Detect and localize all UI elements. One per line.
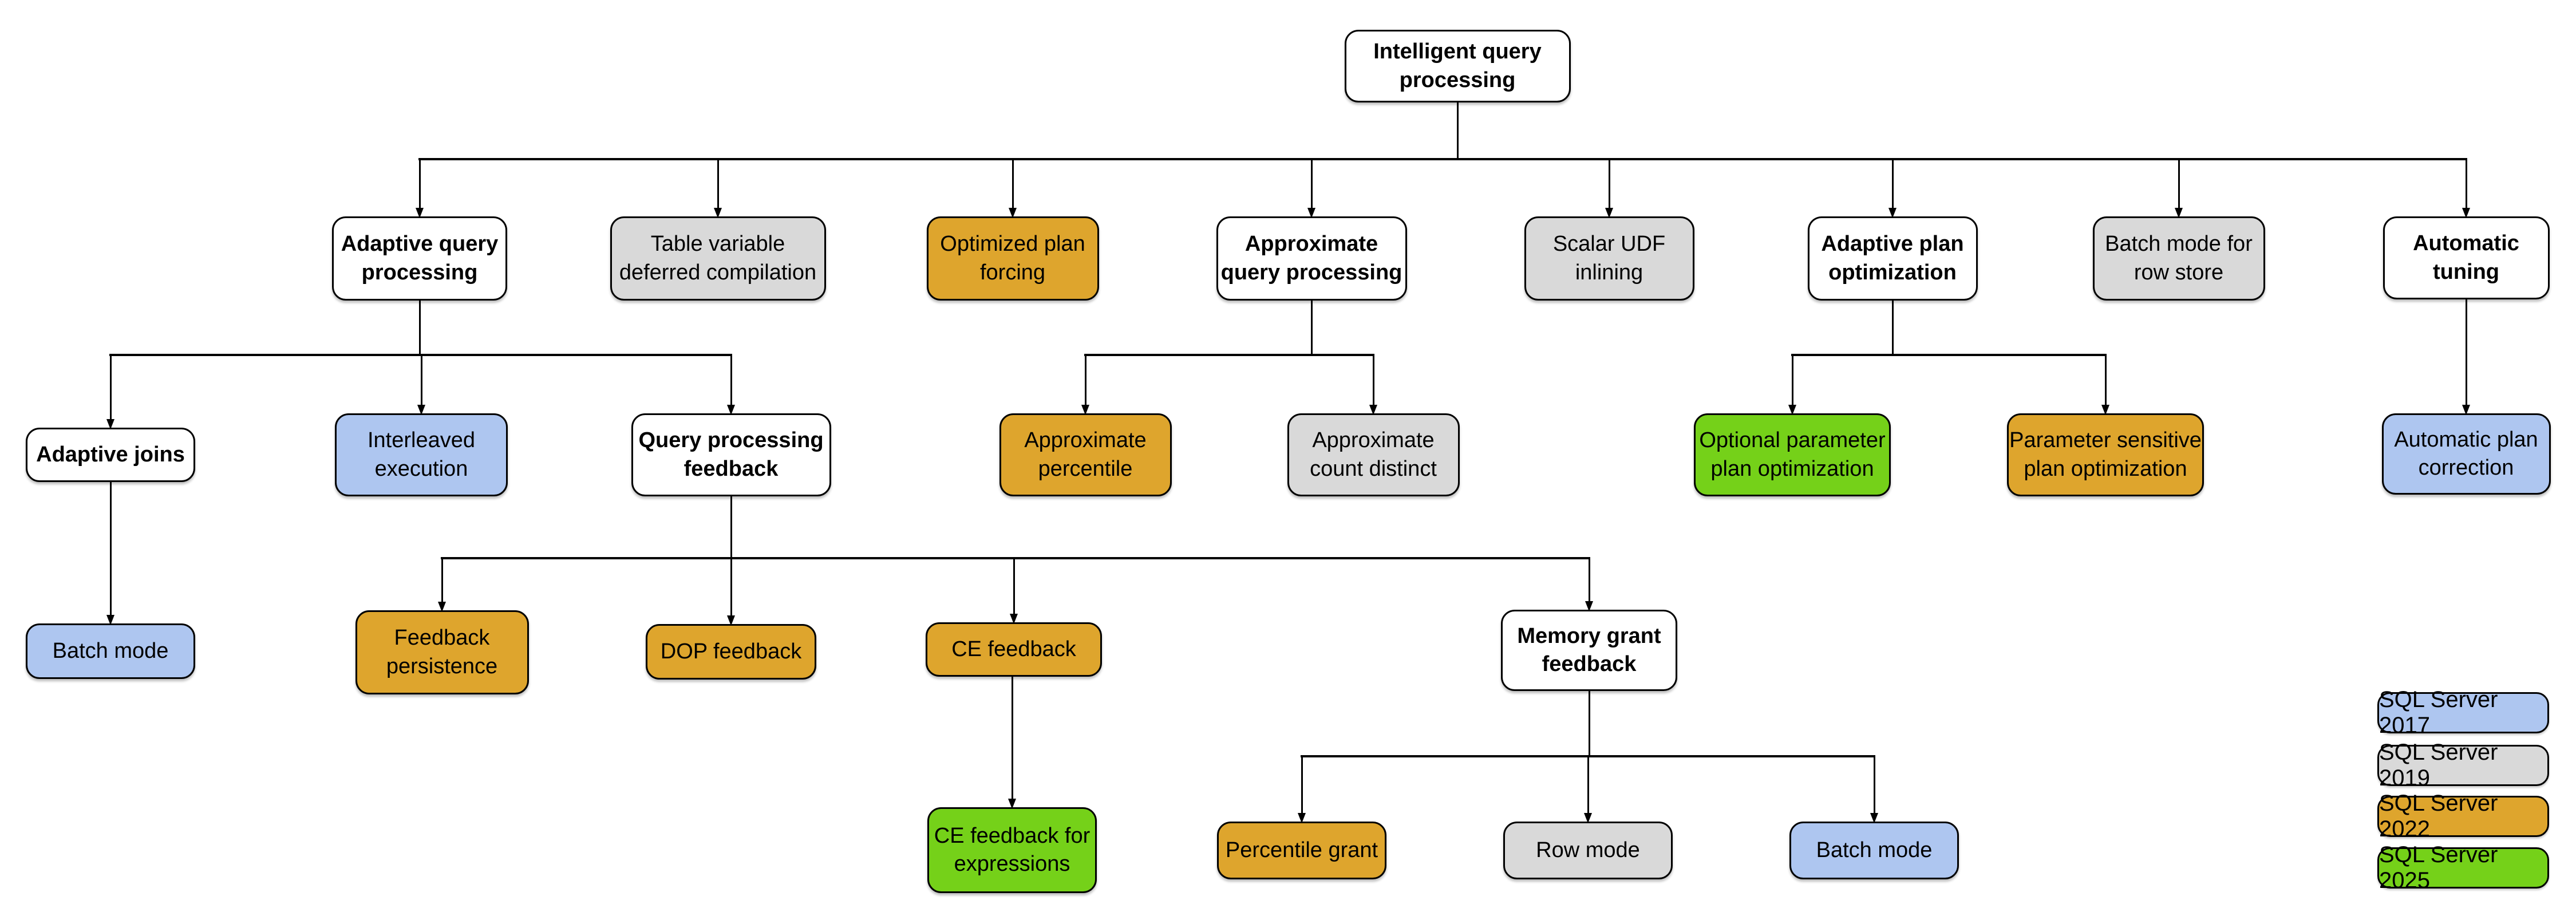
legend-item-sql-server-2019: SQL Server 2019 (2377, 740, 2549, 791)
connector-line (2465, 159, 2467, 210)
arrowhead-icon (416, 208, 424, 218)
connector-line (730, 558, 732, 617)
arrowhead-icon (1307, 208, 1315, 218)
connector-line (1012, 159, 1014, 210)
arrowhead-icon (727, 615, 735, 626)
node-feedback-persistence: Feedback persistence (355, 610, 529, 694)
legend-item-sql-server-2022: SQL Server 2022 (2377, 791, 2549, 842)
node-percentile-grant: Percentile grant (1217, 822, 1386, 879)
arrowhead-icon (1008, 799, 1016, 809)
arrowhead-icon (727, 405, 735, 415)
connector-line (1456, 101, 1459, 160)
node-automatic-plan-correction: Automatic plan correction (2381, 413, 2551, 495)
node-query-processing-feedback: Query processing feedback (631, 413, 831, 496)
connector-line (1310, 299, 1313, 356)
arrowhead-icon (438, 602, 446, 612)
arrowhead-icon (106, 419, 114, 429)
node-ce-feedback: CE feedback (926, 622, 1102, 677)
connector-bus-line (418, 158, 2467, 160)
node-optional-parameter-plan-optimization: Optional parameter plan optimization (1694, 413, 1891, 496)
connector-line (1891, 159, 1894, 210)
arrowhead-icon (2462, 208, 2470, 218)
connector-line (420, 355, 422, 406)
node-table-variable-deferred-compilation: Table variable deferred compilation (610, 216, 826, 301)
arrowhead-icon (1081, 405, 1089, 415)
arrowhead-icon (1298, 813, 1306, 823)
connector-bus-line (1084, 354, 1374, 356)
arrowhead-icon (2101, 405, 2109, 415)
arrowhead-icon (1888, 208, 1897, 218)
node-adaptive-query-processing: Adaptive query processing (332, 216, 507, 301)
connector-line (1791, 355, 1793, 406)
node-parameter-sensitive-plan-optimization: Parameter sensitive plan optimization (2007, 413, 2204, 496)
connector-line (2178, 159, 2180, 210)
arrowhead-icon (1584, 813, 1592, 823)
node-approximate-count-distinct: Approximate count distinct (1287, 413, 1460, 496)
connector-line (109, 355, 112, 421)
node-adaptive-joins: Adaptive joins (26, 428, 195, 482)
connector-line (730, 355, 732, 406)
connector-line (1608, 159, 1610, 210)
node-adaptive-plan-optimization: Adaptive plan optimization (1807, 216, 1978, 301)
arrowhead-icon (1010, 614, 1018, 624)
node-dop-feedback: DOP feedback (646, 624, 816, 680)
legend-item-sql-server-2017: SQL Server 2017 (2377, 687, 2549, 738)
connector-line (717, 159, 719, 210)
node-approximate-query-processing: Approximate query processing (1216, 216, 1407, 301)
connector-line (418, 299, 421, 356)
arrowhead-icon (1870, 813, 1878, 823)
arrowhead-icon (1605, 208, 1613, 218)
node-intelligent-query-processing: Intelligent query processing (1344, 30, 1571, 102)
node-ce-feedback-for-expressions: CE feedback for expressions (927, 807, 1097, 893)
connector-bus-line (441, 557, 1590, 559)
connector-line (1588, 690, 1590, 757)
legend-item-sql-server-2025: SQL Server 2025 (2377, 842, 2549, 893)
connector-line (1372, 355, 1374, 406)
node-optimized-plan-forcing: Optimized plan forcing (926, 216, 1099, 301)
connector-line (1011, 676, 1013, 800)
connector-line (1084, 355, 1086, 406)
arrowhead-icon (2175, 208, 2183, 218)
connector-line (2465, 298, 2467, 406)
node-scalar-udf-inlining: Scalar UDF inlining (1524, 216, 1694, 301)
node-batch-mode-for-row-store: Batch mode for row store (2092, 216, 2265, 301)
node-memory-grant-feedback: Memory grant feedback (1501, 610, 1677, 691)
connector-line (109, 481, 112, 617)
connector-line (1588, 558, 1590, 603)
connector-line (1013, 558, 1015, 615)
connector-line (441, 558, 443, 603)
arrowhead-icon (417, 405, 425, 415)
connector-line (1310, 159, 1313, 210)
connector-line (1587, 756, 1589, 815)
arrowhead-icon (714, 208, 722, 218)
connector-line (1301, 756, 1303, 815)
node-batch-mode-adaptive-joins: Batch mode (26, 623, 195, 679)
arrowhead-icon (1369, 405, 1377, 415)
connector-line (2104, 355, 2107, 406)
node-automatic-tuning: Automatic tuning (2383, 216, 2550, 299)
connector-bus-line (1791, 354, 2107, 356)
arrowhead-icon (106, 615, 114, 625)
arrowhead-icon (1009, 208, 1017, 218)
arrowhead-icon (1585, 601, 1593, 611)
node-approximate-percentile: Approximate percentile (999, 413, 1172, 496)
arrowhead-icon (2462, 405, 2470, 415)
connector-line (418, 159, 421, 210)
connector-line (1891, 299, 1894, 356)
arrowhead-icon (1788, 405, 1796, 415)
node-batch-mode-memory-grant: Batch mode (1789, 822, 1959, 879)
node-row-mode: Row mode (1503, 822, 1673, 879)
connector-line (730, 495, 732, 559)
node-interleaved-execution: Interleaved execution (335, 413, 508, 496)
connector-line (1873, 756, 1875, 815)
